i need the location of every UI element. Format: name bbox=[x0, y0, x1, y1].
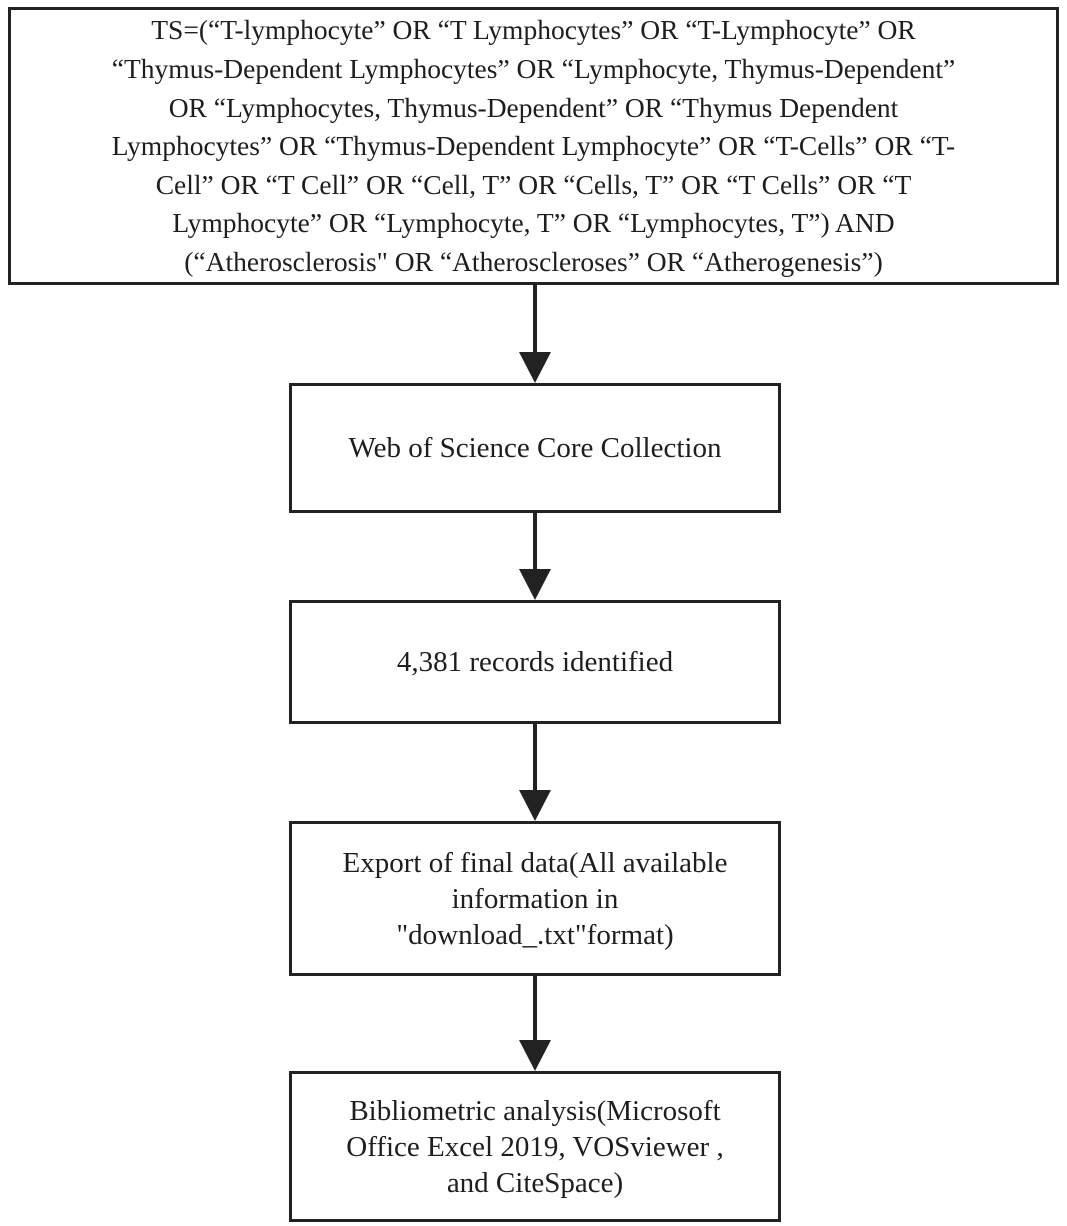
analysis-line: and CiteSpace) bbox=[446, 1166, 624, 1199]
analysis-line: Office Excel 2019, VOSviewer , bbox=[346, 1130, 724, 1163]
database-label: Web of Science Core Collection bbox=[348, 431, 722, 464]
export-text: Export of final data(All available infor… bbox=[343, 845, 728, 953]
export-box: Export of final data(All available infor… bbox=[289, 821, 781, 976]
search-query-line: (“Atherosclerosis" OR “Atheroscleroses” … bbox=[184, 245, 883, 277]
arrow-head-database-to-records bbox=[519, 569, 551, 600]
search-query-line: Lymphocyte” OR “Lymphocyte, T” OR “Lymph… bbox=[172, 207, 895, 239]
analysis-line: Bibliometric analysis(Microsoft bbox=[349, 1094, 721, 1127]
export-line: Export of final data(All available bbox=[342, 846, 728, 879]
analysis-text: Bibliometric analysis(Microsoft Office E… bbox=[346, 1093, 723, 1201]
search-query-text: TS=(“T-lymphocyte” OR “T Lymphocytes” OR… bbox=[112, 11, 955, 281]
records-label: 4,381 records identified bbox=[396, 645, 674, 678]
search-query-line: Lymphocytes” OR “Thymus-Dependent Lympho… bbox=[111, 130, 956, 162]
search-query-line: OR “Lymphocytes, Thymus-Dependent” OR “T… bbox=[168, 91, 899, 123]
search-query-line: Cell” OR “T Cell” OR “Cell, T” OR “Cells… bbox=[155, 168, 912, 200]
arrow-head-records-to-export bbox=[519, 790, 551, 821]
export-line: "download_.txt"format) bbox=[396, 918, 674, 951]
records-box: 4,381 records identified bbox=[289, 600, 781, 724]
analysis-box: Bibliometric analysis(Microsoft Office E… bbox=[289, 1071, 781, 1222]
search-query-box: TS=(“T-lymphocyte” OR “T Lymphocytes” OR… bbox=[8, 7, 1059, 285]
export-line: information in bbox=[451, 882, 619, 915]
arrow-head-query-to-database bbox=[519, 352, 551, 383]
search-query-line: “Thymus-Dependent Lymphocytes” OR “Lymph… bbox=[111, 53, 956, 85]
arrow-head-export-to-analysis bbox=[519, 1040, 551, 1071]
search-query-line: TS=(“T-lymphocyte” OR “T Lymphocytes” OR… bbox=[151, 14, 916, 46]
database-box: Web of Science Core Collection bbox=[289, 383, 781, 513]
